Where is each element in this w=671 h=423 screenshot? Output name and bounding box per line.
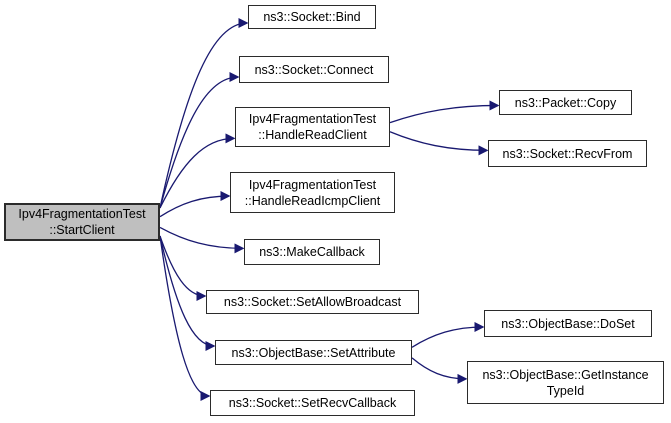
- node-bind[interactable]: ns3::Socket::Bind: [248, 5, 376, 29]
- edge-start-client-to-set-recv-callback: [159, 235, 211, 401]
- node-handle-read-client[interactable]: Ipv4FragmentationTest ::HandleReadClient: [235, 107, 390, 147]
- node-recv-from[interactable]: ns3::Socket::RecvFrom: [488, 140, 647, 167]
- edge-set-attribute-to-do-set: [411, 321, 485, 348]
- node-connect[interactable]: ns3::Socket::Connect: [239, 56, 389, 83]
- node-packet-copy[interactable]: ns3::Packet::Copy: [499, 90, 632, 115]
- node-set-allow-broadcast[interactable]: ns3::Socket::SetAllowBroadcast: [206, 290, 419, 314]
- edge-start-client-to-make-callback: [159, 226, 245, 254]
- node-make-callback[interactable]: ns3::MakeCallback: [244, 239, 380, 265]
- edge-start-client-to-set-allow-broadcast: [159, 235, 207, 301]
- node-set-attribute[interactable]: ns3::ObjectBase::SetAttribute: [215, 340, 412, 365]
- node-start-client: Ipv4FragmentationTest ::StartClient: [4, 203, 160, 241]
- node-get-instance-type-id[interactable]: ns3::ObjectBase::GetInstance TypeId: [467, 361, 664, 404]
- edge-start-client-to-connect: [159, 72, 240, 209]
- node-set-recv-callback[interactable]: ns3::Socket::SetRecvCallback: [210, 390, 415, 416]
- edge-start-client-to-handle-read-icmp-client: [159, 191, 231, 218]
- edge-set-attribute-to-get-instance-type-id: [411, 357, 468, 384]
- edge-handle-read-client-to-packet-copy: [389, 100, 500, 124]
- edge-handle-read-client-to-recv-from: [389, 131, 489, 156]
- edge-start-client-to-handle-read-client: [159, 133, 236, 209]
- node-handle-read-icmp-client[interactable]: Ipv4FragmentationTest ::HandleReadIcmpCl…: [230, 172, 395, 213]
- node-do-set[interactable]: ns3::ObjectBase::DoSet: [484, 310, 652, 337]
